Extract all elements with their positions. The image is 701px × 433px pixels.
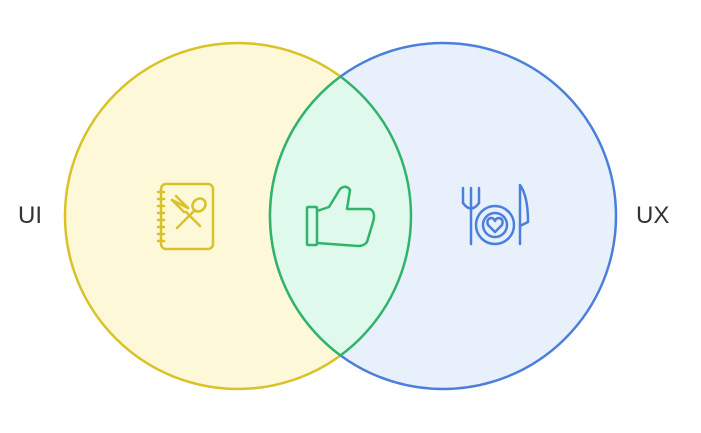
intersection-region xyxy=(270,43,413,389)
set-label-ux: UX xyxy=(636,202,670,229)
set-label-ui: UI xyxy=(18,202,42,229)
intersection-border xyxy=(268,43,411,389)
plate-fork-knife-heart-icon xyxy=(461,183,530,246)
thumbs-up-icon xyxy=(305,185,376,248)
recipe-book-icon xyxy=(156,182,215,251)
